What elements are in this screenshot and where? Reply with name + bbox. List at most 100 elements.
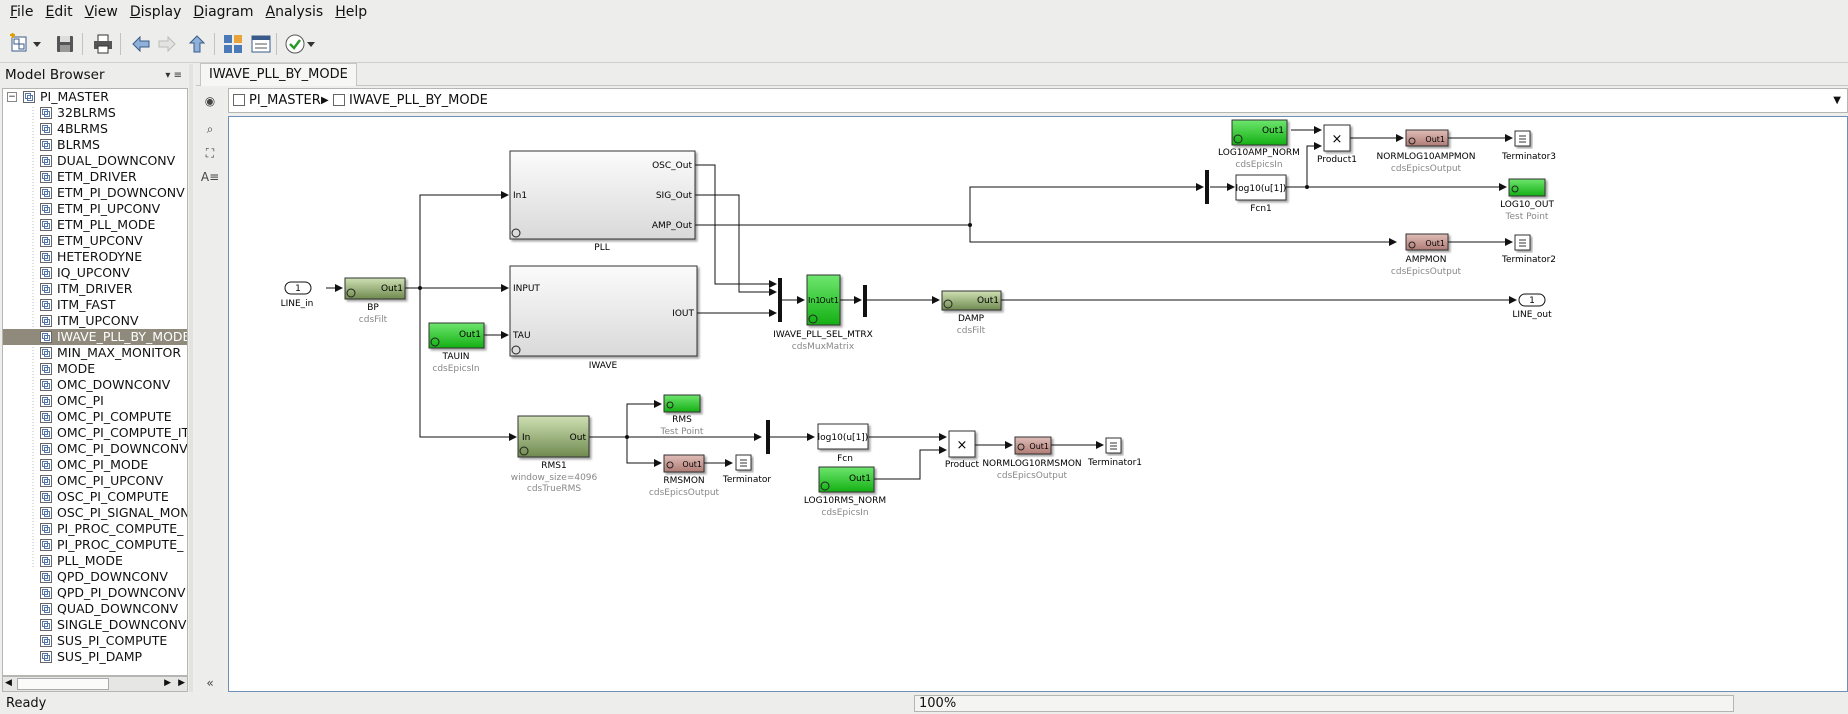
rms1-block[interactable]: In Out RMS1 window_size=4096 cdsTrueRMS [511, 415, 598, 494]
tree-item[interactable]: PI_PROC_COMPUTE_ [3, 537, 187, 553]
log10-out-block[interactable]: LOG10_OUT Test Point [1500, 178, 1554, 222]
panel-splitter[interactable] [189, 64, 193, 692]
up-icon[interactable] [184, 31, 210, 57]
log10rms-norm-block[interactable]: Out1 LOG10RMS_NORM cdsEpicsIn [804, 466, 886, 518]
menu-diagram[interactable]: Diagram [193, 4, 254, 20]
breadcrumb-root[interactable]: PI_MASTER [249, 93, 321, 108]
breadcrumb-current[interactable]: IWAVE_PLL_BY_MODE [349, 93, 488, 108]
menu-display[interactable]: Display [129, 4, 182, 20]
diagram-canvas[interactable]: 1 LINE_in Out1 BP cdsFilt Out1 TAUIN cds… [228, 116, 1848, 692]
tree-item[interactable]: ETM_PI_UPCONV [3, 201, 187, 217]
library-icon[interactable] [248, 31, 274, 57]
terminator2-block[interactable]: Terminator2 [1501, 234, 1556, 265]
model-browser-title: Model Browser [5, 67, 105, 83]
tree-item[interactable]: BLRMS [3, 137, 187, 153]
scroll-thumb[interactable] [17, 678, 109, 690]
product1-block[interactable]: × Product1 [1317, 124, 1357, 165]
tree-item[interactable]: OMC_PI_UPCONV [3, 473, 187, 489]
dropdown-arrow-icon[interactable] [304, 31, 318, 57]
save-icon[interactable] [52, 31, 78, 57]
ampmon-block[interactable]: Out1 AMPMON cdsEpicsOutput [1391, 233, 1462, 277]
tree-item[interactable]: OSC_PI_SIGNAL_MON [3, 505, 187, 521]
tree-item[interactable]: IQ_UPCONV [3, 265, 187, 281]
damp-block[interactable]: Out1 DAMP cdsFilt [941, 290, 1002, 336]
iwave-block[interactable]: INPUT TAU IOUT IWAVE [509, 265, 698, 371]
bp-block[interactable]: Out1 BP cdsFilt [344, 277, 406, 325]
back-icon[interactable] [128, 31, 154, 57]
tree-item[interactable]: ETM_UPCONV [3, 233, 187, 249]
tree-item[interactable]: 4BLRMS [3, 121, 187, 137]
menu-help[interactable]: Help [335, 4, 368, 20]
rmsmon-block[interactable]: Out1 RMSMON cdsEpicsOutput [649, 454, 720, 498]
tree-item[interactable]: SUS_PI_COMPUTE [3, 633, 187, 649]
check-icon[interactable] [282, 31, 308, 57]
line-out-port[interactable]: 1 LINE_out [1512, 293, 1552, 320]
normlog10rmsmon-block[interactable]: Out1 NORMLOG10RMSMON cdsEpicsOutput [982, 436, 1082, 481]
svg-text:AMP_Out: AMP_Out [652, 221, 693, 231]
product-block[interactable]: × Product [945, 430, 980, 470]
tree-item[interactable]: IWAVE_PLL_BY_MODE [3, 329, 187, 345]
rms-testpoint-block[interactable]: RMS Test Point [660, 394, 704, 437]
tree-item[interactable]: SUS_PI_DAMP [3, 649, 187, 665]
tree-item[interactable]: OMC_DOWNCONV [3, 377, 187, 393]
scroll-end-icon[interactable]: ▶ [178, 678, 185, 688]
tab-iwave-pll-by-mode[interactable]: IWAVE_PLL_BY_MODE [200, 63, 357, 86]
tree-root[interactable]: − PI_MASTER [3, 89, 187, 105]
tree-item[interactable]: OMC_PI_COMPUTE_IT [3, 425, 187, 441]
menu-edit[interactable]: Edit [45, 4, 73, 20]
line-in-port[interactable]: 1 LINE_in [281, 281, 314, 309]
tree-item[interactable]: OSC_PI_COMPUTE [3, 489, 187, 505]
tree-item[interactable]: 32BLRMS [3, 105, 187, 121]
tree-item[interactable]: MODE [3, 361, 187, 377]
tree-horizontal-scrollbar[interactable]: ◀ ▶ ▶ [2, 676, 188, 692]
tree-item[interactable]: OMC_PI_DOWNCONV [3, 441, 187, 457]
tree-item[interactable]: ITM_DRIVER [3, 281, 187, 297]
model-explorer-icon[interactable] [220, 31, 246, 57]
new-model-icon[interactable] [6, 31, 32, 57]
tauin-block[interactable]: Out1 TAUIN cdsEpicsIn [428, 322, 485, 374]
zoom-level[interactable]: 100% [914, 695, 1734, 712]
tree-item[interactable]: ETM_PI_DOWNCONV [3, 185, 187, 201]
zoom-icon[interactable]: ⌕ [206, 121, 214, 136]
tree-item[interactable]: SINGLE_DOWNCONV [3, 617, 187, 633]
tree-item[interactable]: PI_PROC_COMPUTE_ [3, 521, 187, 537]
tree-item[interactable]: QUAD_DOWNCONV [3, 601, 187, 617]
breadcrumb-dropdown-icon[interactable]: ▼ [1833, 95, 1841, 106]
fit-view-icon[interactable]: ⛶ [205, 145, 215, 160]
fcn1-block[interactable]: log10(u[1]) Fcn1 [1235, 174, 1287, 214]
menu-view[interactable]: View [84, 4, 118, 20]
terminator-block[interactable]: Terminator [722, 454, 772, 485]
scroll-left-icon[interactable]: ◀ [5, 678, 12, 688]
tree-item[interactable]: MIN_MAX_MONITOR [3, 345, 187, 361]
tree-item[interactable]: DUAL_DOWNCONV [3, 153, 187, 169]
tree-item[interactable]: ETM_DRIVER [3, 169, 187, 185]
dropdown-arrow-icon[interactable] [30, 31, 44, 57]
fcn-block[interactable]: log10(u[1]) Fcn [817, 423, 869, 464]
pll-block[interactable]: In1 OSC_Out SIG_Out AMP_Out PLL [509, 150, 696, 253]
tree-item[interactable]: PLL_MODE [3, 553, 187, 569]
tree-item[interactable]: OMC_PI_MODE [3, 457, 187, 473]
terminator3-block[interactable]: Terminator3 [1501, 130, 1556, 162]
tree-item[interactable]: OMC_PI [3, 393, 187, 409]
hide-browser-icon[interactable]: ◉ [204, 94, 216, 108]
menu-file[interactable]: File [10, 4, 34, 20]
panel-menu-icon[interactable]: ▾ ≡ [165, 70, 182, 81]
tree-item[interactable]: OMC_PI_COMPUTE [3, 409, 187, 425]
menu-analysis[interactable]: Analysis [265, 4, 324, 20]
normlog10ampmon-block[interactable]: Out1 NORMLOG10AMPMON cdsEpicsOutput [1377, 129, 1476, 174]
tree-item[interactable]: ITM_UPCONV [3, 313, 187, 329]
iwave-pll-sel-mtrx-block[interactable]: In1 Out1 IWAVE_PLL_SEL_MTRX cdsMuxMatrix [773, 274, 873, 352]
forward-icon[interactable] [154, 31, 180, 57]
tree-item[interactable]: HETERODYNE [3, 249, 187, 265]
log10amp-norm-block[interactable]: Out1 LOG10AMP_NORM cdsEpicsIn [1218, 119, 1300, 170]
tree-item[interactable]: QPD_DOWNCONV [3, 569, 187, 585]
scroll-right-icon[interactable]: ▶ [164, 678, 171, 688]
collapse-panel-icon[interactable]: « [206, 676, 214, 690]
tree-item[interactable]: ITM_FAST [3, 297, 187, 313]
annotation-icon[interactable]: A≡ [200, 170, 220, 184]
tree-item[interactable]: ETM_PLL_MODE [3, 217, 187, 233]
collapse-icon[interactable]: − [7, 92, 17, 102]
print-icon[interactable] [90, 31, 116, 57]
terminator1-block[interactable]: Terminator1 [1087, 437, 1142, 468]
tree-item[interactable]: QPD_PI_DOWNCONV [3, 585, 187, 601]
